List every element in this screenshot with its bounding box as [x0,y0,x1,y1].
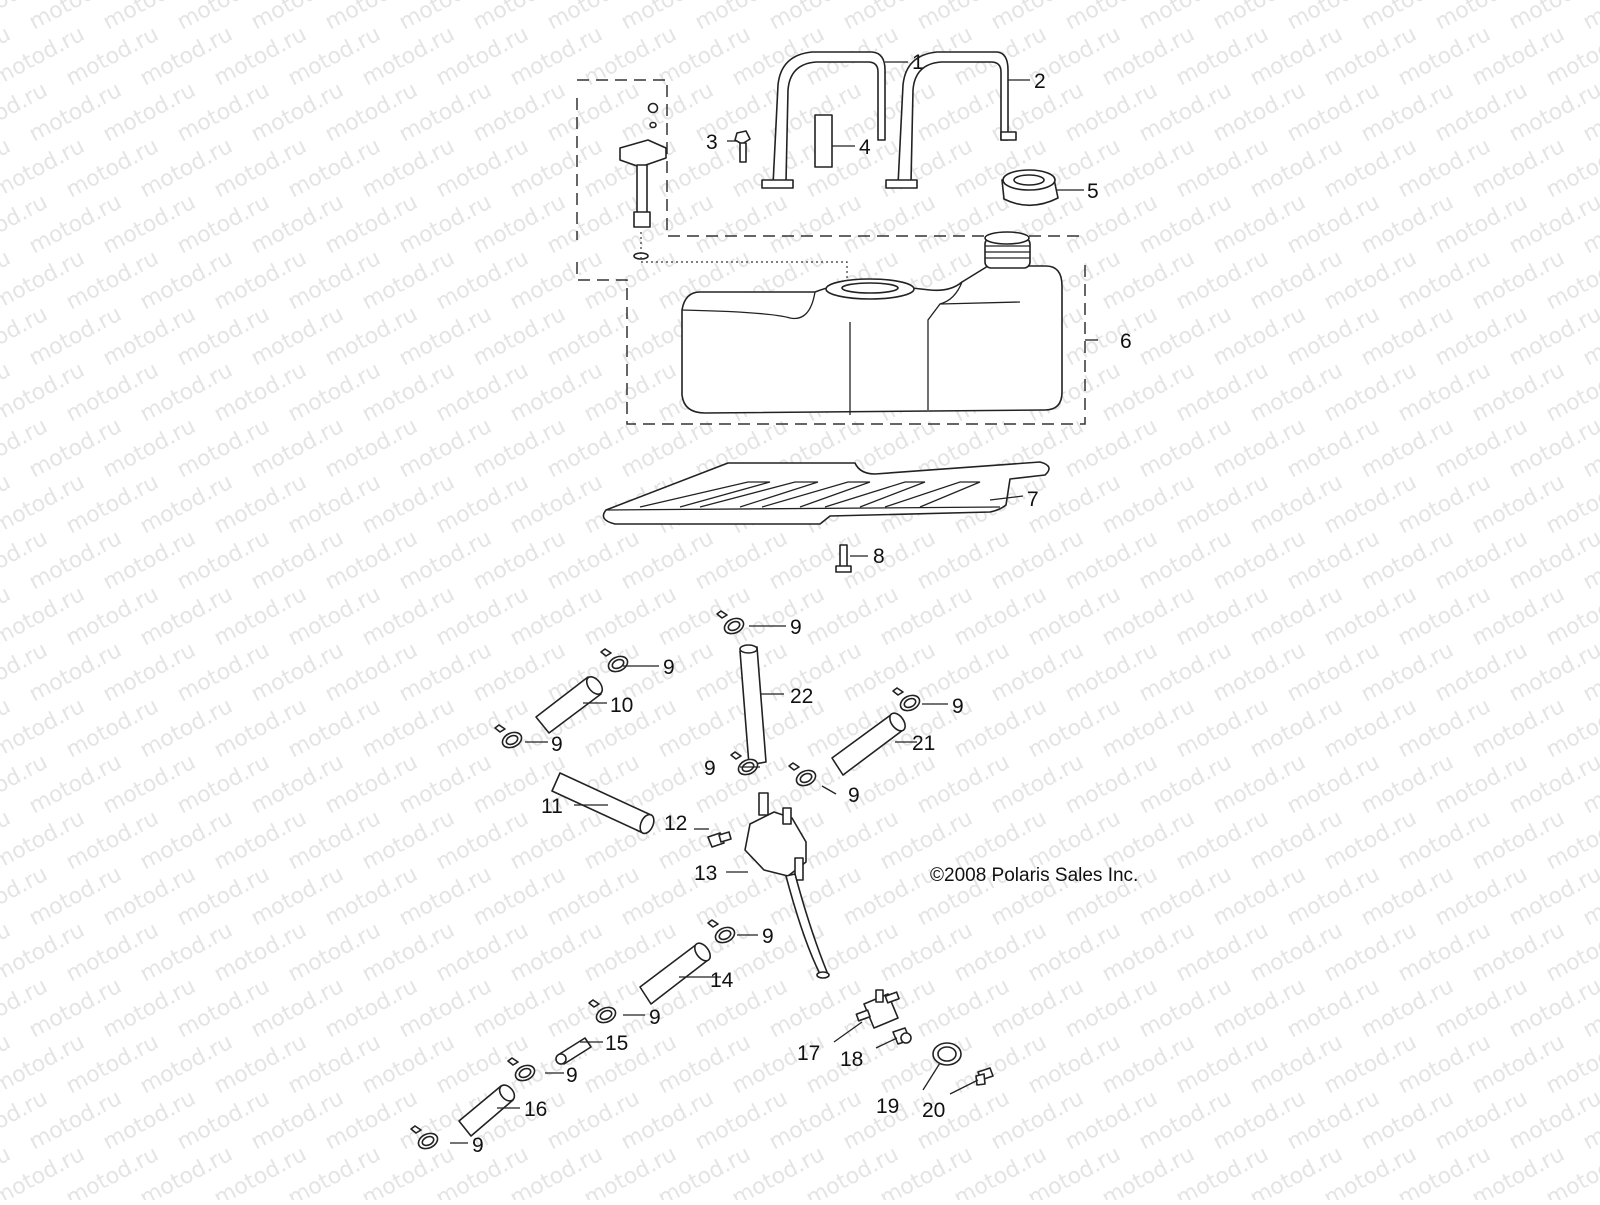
hose-clamp-9-icon [716,610,745,635]
hose-clamp-9-icon [507,1057,536,1082]
callout-4: 4 [859,136,871,159]
fuel-tank-6-icon [681,231,1063,415]
hose-21-icon [831,712,906,776]
callout-9-right: 9 [952,695,964,718]
callout-9-left: 9 [551,733,563,756]
bolt-12-icon [707,831,732,848]
shutoff-valve-17-icon [855,989,900,1029]
callout-12: 12 [664,812,687,835]
callout-9-lower-left: 9 [649,1006,661,1029]
hose-14-icon [639,942,711,1005]
callout-8: 8 [873,545,885,568]
watermark-text: motod.ru [1579,0,1600,35]
callout-18: 18 [840,1048,863,1071]
hose-16-icon [458,1084,516,1137]
callout-5: 5 [1087,180,1099,203]
hose-clamp-9-icon [892,687,921,712]
fuel-sender-icon [619,102,848,286]
hose-clamp-9-icon [588,999,617,1024]
callout-17: 17 [797,1042,820,1065]
hose-clamp-9-icon [788,762,817,787]
hose-clamp-9-icon [730,751,759,776]
callout-22: 22 [790,685,813,708]
fitting-18-icon [892,1027,912,1045]
callout-19: 19 [876,1095,899,1118]
hose-clamp-9-icon [600,648,629,673]
tank-strap-1-icon [761,51,886,189]
hose-22-icon [739,644,767,766]
hose-clamp-9-icon [707,919,736,944]
bolt-8-icon [835,544,852,573]
callout-3: 3 [706,131,718,154]
callout-14: 14 [710,969,734,992]
leader-lines [450,61,1084,1144]
bolt-3-icon [734,130,751,163]
callout-21: 21 [912,732,935,755]
callout-9-top: 9 [790,616,802,639]
callout-9-center-right: 9 [848,784,860,807]
callout-9-lower: 9 [762,925,774,948]
callout-9-center: 9 [704,757,716,780]
callout-13: 13 [694,862,717,885]
callout-2: 2 [1034,70,1046,93]
callout-20: 20 [922,1099,945,1122]
callout-1: 1 [912,51,924,74]
callout-16: 16 [524,1098,547,1121]
tank-assembly-box [576,260,1086,425]
callout-7: 7 [1027,488,1039,511]
callout-10: 10 [610,694,633,717]
callout-15: 15 [605,1032,628,1055]
callout-9-bottom: 9 [472,1134,484,1157]
sender-assembly-box [577,79,1085,237]
knob-19-icon [932,1042,962,1066]
fuel-valve-13-icon [744,792,830,979]
tank-strap-2-icon [885,51,1017,189]
copyright-notice: ©2008 Polaris Sales Inc. [930,865,1138,886]
clamp-group [410,610,921,1150]
hose-10-icon [535,675,604,734]
screw-20-icon [975,1067,994,1086]
pad-4-icon [814,114,833,168]
hose-11-icon [551,772,655,835]
callout-9-upper-left: 9 [663,656,675,679]
callout-9-bottom-left: 9 [566,1064,578,1087]
fuel-cap-5-icon [1001,169,1059,207]
fitting-15-icon [555,1037,592,1065]
callout-6: 6 [1120,330,1132,353]
hose-clamp-9-icon [494,724,523,749]
skid-plate-7-icon [602,461,1050,525]
callout-11: 11 [541,795,563,818]
hose-clamp-9-icon [410,1125,439,1150]
